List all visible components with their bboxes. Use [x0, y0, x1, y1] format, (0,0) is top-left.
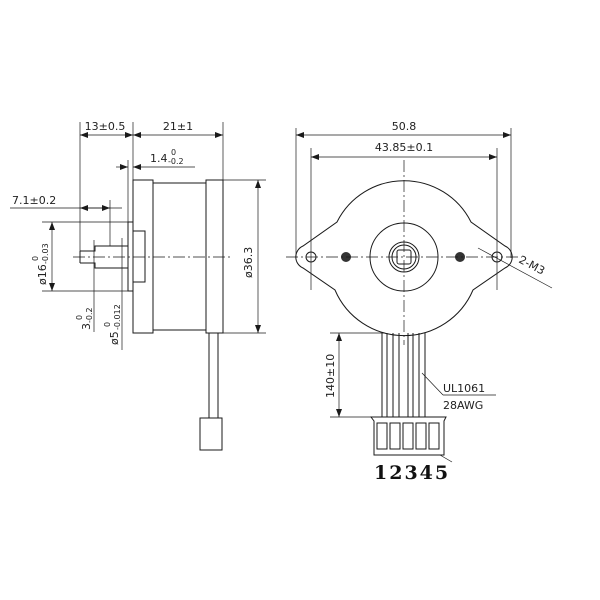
- dim-shaft-length: 13±0.5: [85, 120, 126, 133]
- dim-flange-thickness: 1.4 0 -0.2: [150, 148, 184, 166]
- dim-lead-length: 140±10: [324, 354, 337, 398]
- connector: [370, 416, 447, 456]
- screw-right-icon: [455, 252, 465, 262]
- side-view: 13±0.5 21±1 1.4 0 -0.2 7.1±0.2 ø16 0 -0.…: [10, 120, 266, 451]
- svg-text:1.4: 1.4: [150, 152, 168, 165]
- dim-shaft-flat: 3 0 -0.2: [75, 307, 94, 330]
- dim-shaft-step: 7.1±0.2: [12, 194, 56, 207]
- dim-shaft-diameter: ø5 0 -0.012: [103, 304, 122, 345]
- svg-text:0: 0: [103, 322, 112, 327]
- dim-body-length: 21±1: [163, 120, 193, 133]
- dim-body-diameter: ø36.3: [242, 247, 255, 278]
- dim-boss-diameter: ø16 0 -0.03: [31, 243, 50, 285]
- svg-text:0: 0: [75, 315, 84, 320]
- svg-text:ø16: ø16: [36, 264, 49, 285]
- svg-text:-0.2: -0.2: [168, 157, 184, 166]
- dim-overall-width: 50.8: [392, 120, 417, 133]
- svg-text:0: 0: [171, 148, 176, 157]
- motor-body-side: [73, 179, 230, 334]
- wire-spec-gauge: 28AWG: [443, 399, 483, 412]
- lead-wires-front: [381, 333, 426, 417]
- lead-wire-side: [199, 333, 223, 451]
- svg-text:-0.03: -0.03: [41, 243, 50, 264]
- svg-text:0: 0: [31, 256, 40, 261]
- dim-mount-holes: 2-M3: [517, 253, 547, 277]
- front-view: 50.8 43.85±0.1 2-M3 140±10 UL1061 28AWG …: [286, 120, 553, 484]
- dim-hole-spacing: 43.85±0.1: [375, 141, 433, 154]
- wire-spec-type: UL1061: [443, 382, 485, 395]
- motor-outline-front: [295, 180, 513, 337]
- pin-numbers: 12345: [374, 462, 450, 484]
- svg-text:ø5: ø5: [108, 331, 121, 345]
- svg-text:-0.012: -0.012: [113, 304, 122, 330]
- svg-text:-0.2: -0.2: [85, 307, 94, 323]
- svg-text:3: 3: [80, 323, 93, 330]
